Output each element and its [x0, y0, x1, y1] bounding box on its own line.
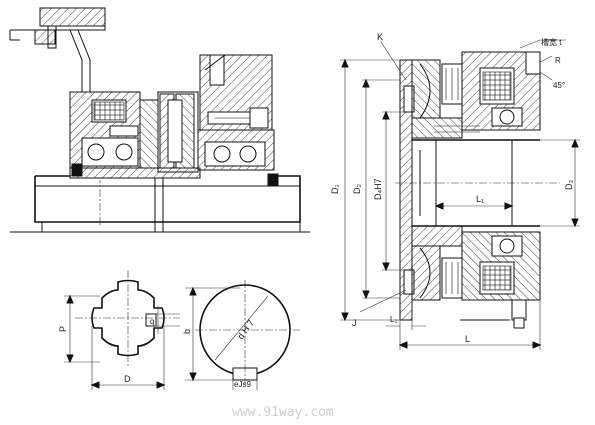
clutch-cross-section	[340, 39, 580, 350]
label-groove-width: 槽宽 t	[541, 37, 562, 47]
watermark-text: www.91way.com	[232, 405, 334, 420]
label-q: q	[150, 317, 154, 326]
label-D1: D₁	[330, 184, 340, 194]
label-L2: L₂	[390, 315, 398, 324]
label-D: D	[124, 374, 131, 384]
label-b: b	[182, 329, 192, 334]
label-D2: D₂	[352, 184, 362, 194]
spline-hub-section	[64, 270, 180, 390]
installation-view	[9, 7, 310, 233]
label-R: R	[555, 56, 561, 65]
label-L: L	[465, 334, 470, 344]
keyed-hub-section	[185, 280, 300, 390]
label-P: P	[58, 326, 68, 332]
label-K: K	[377, 32, 383, 42]
label-D4H7: D₄H7	[373, 178, 383, 200]
label-L1: L₁	[476, 194, 484, 204]
label-D3: D₃	[564, 180, 574, 190]
label-eJs9: eJs9	[234, 380, 251, 389]
label-angle-45: 45°	[553, 81, 565, 90]
label-J: J	[352, 318, 357, 328]
label-dH7: d H 7	[235, 318, 256, 341]
